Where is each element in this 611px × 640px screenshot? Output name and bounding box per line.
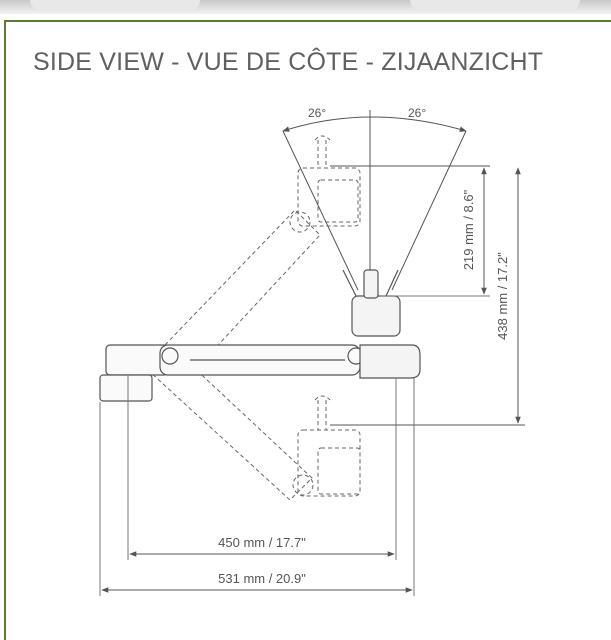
page-title: SIDE VIEW - VUE DE CÔTE - ZIJAANZICHT [33, 48, 544, 76]
top-tab-right [410, 0, 580, 10]
dimension-lines [101, 167, 521, 593]
angle-arc [282, 110, 467, 296]
guide-lines [99, 295, 490, 596]
dimension-height-large: 438 mm / 17.2" [495, 252, 510, 340]
dimension-width-outer: 531 mm / 20.9" [218, 571, 306, 586]
raised-arm [164, 135, 361, 371]
dimension-height-small: 219 mm / 8.6" [461, 189, 476, 270]
angle-label-right: 26° [408, 106, 426, 120]
top-tab-left [30, 0, 200, 10]
diagram-frame [4, 20, 611, 640]
top-strip [0, 0, 611, 14]
dimension-width-inner: 450 mm / 17.7" [218, 535, 306, 550]
side-view-diagram: 26° 26° [99, 106, 525, 596]
horizontal-arm [159, 344, 365, 376]
clamp-base [99, 344, 169, 402]
angle-label-left: 26° [308, 106, 326, 120]
monitor-head [342, 269, 421, 379]
